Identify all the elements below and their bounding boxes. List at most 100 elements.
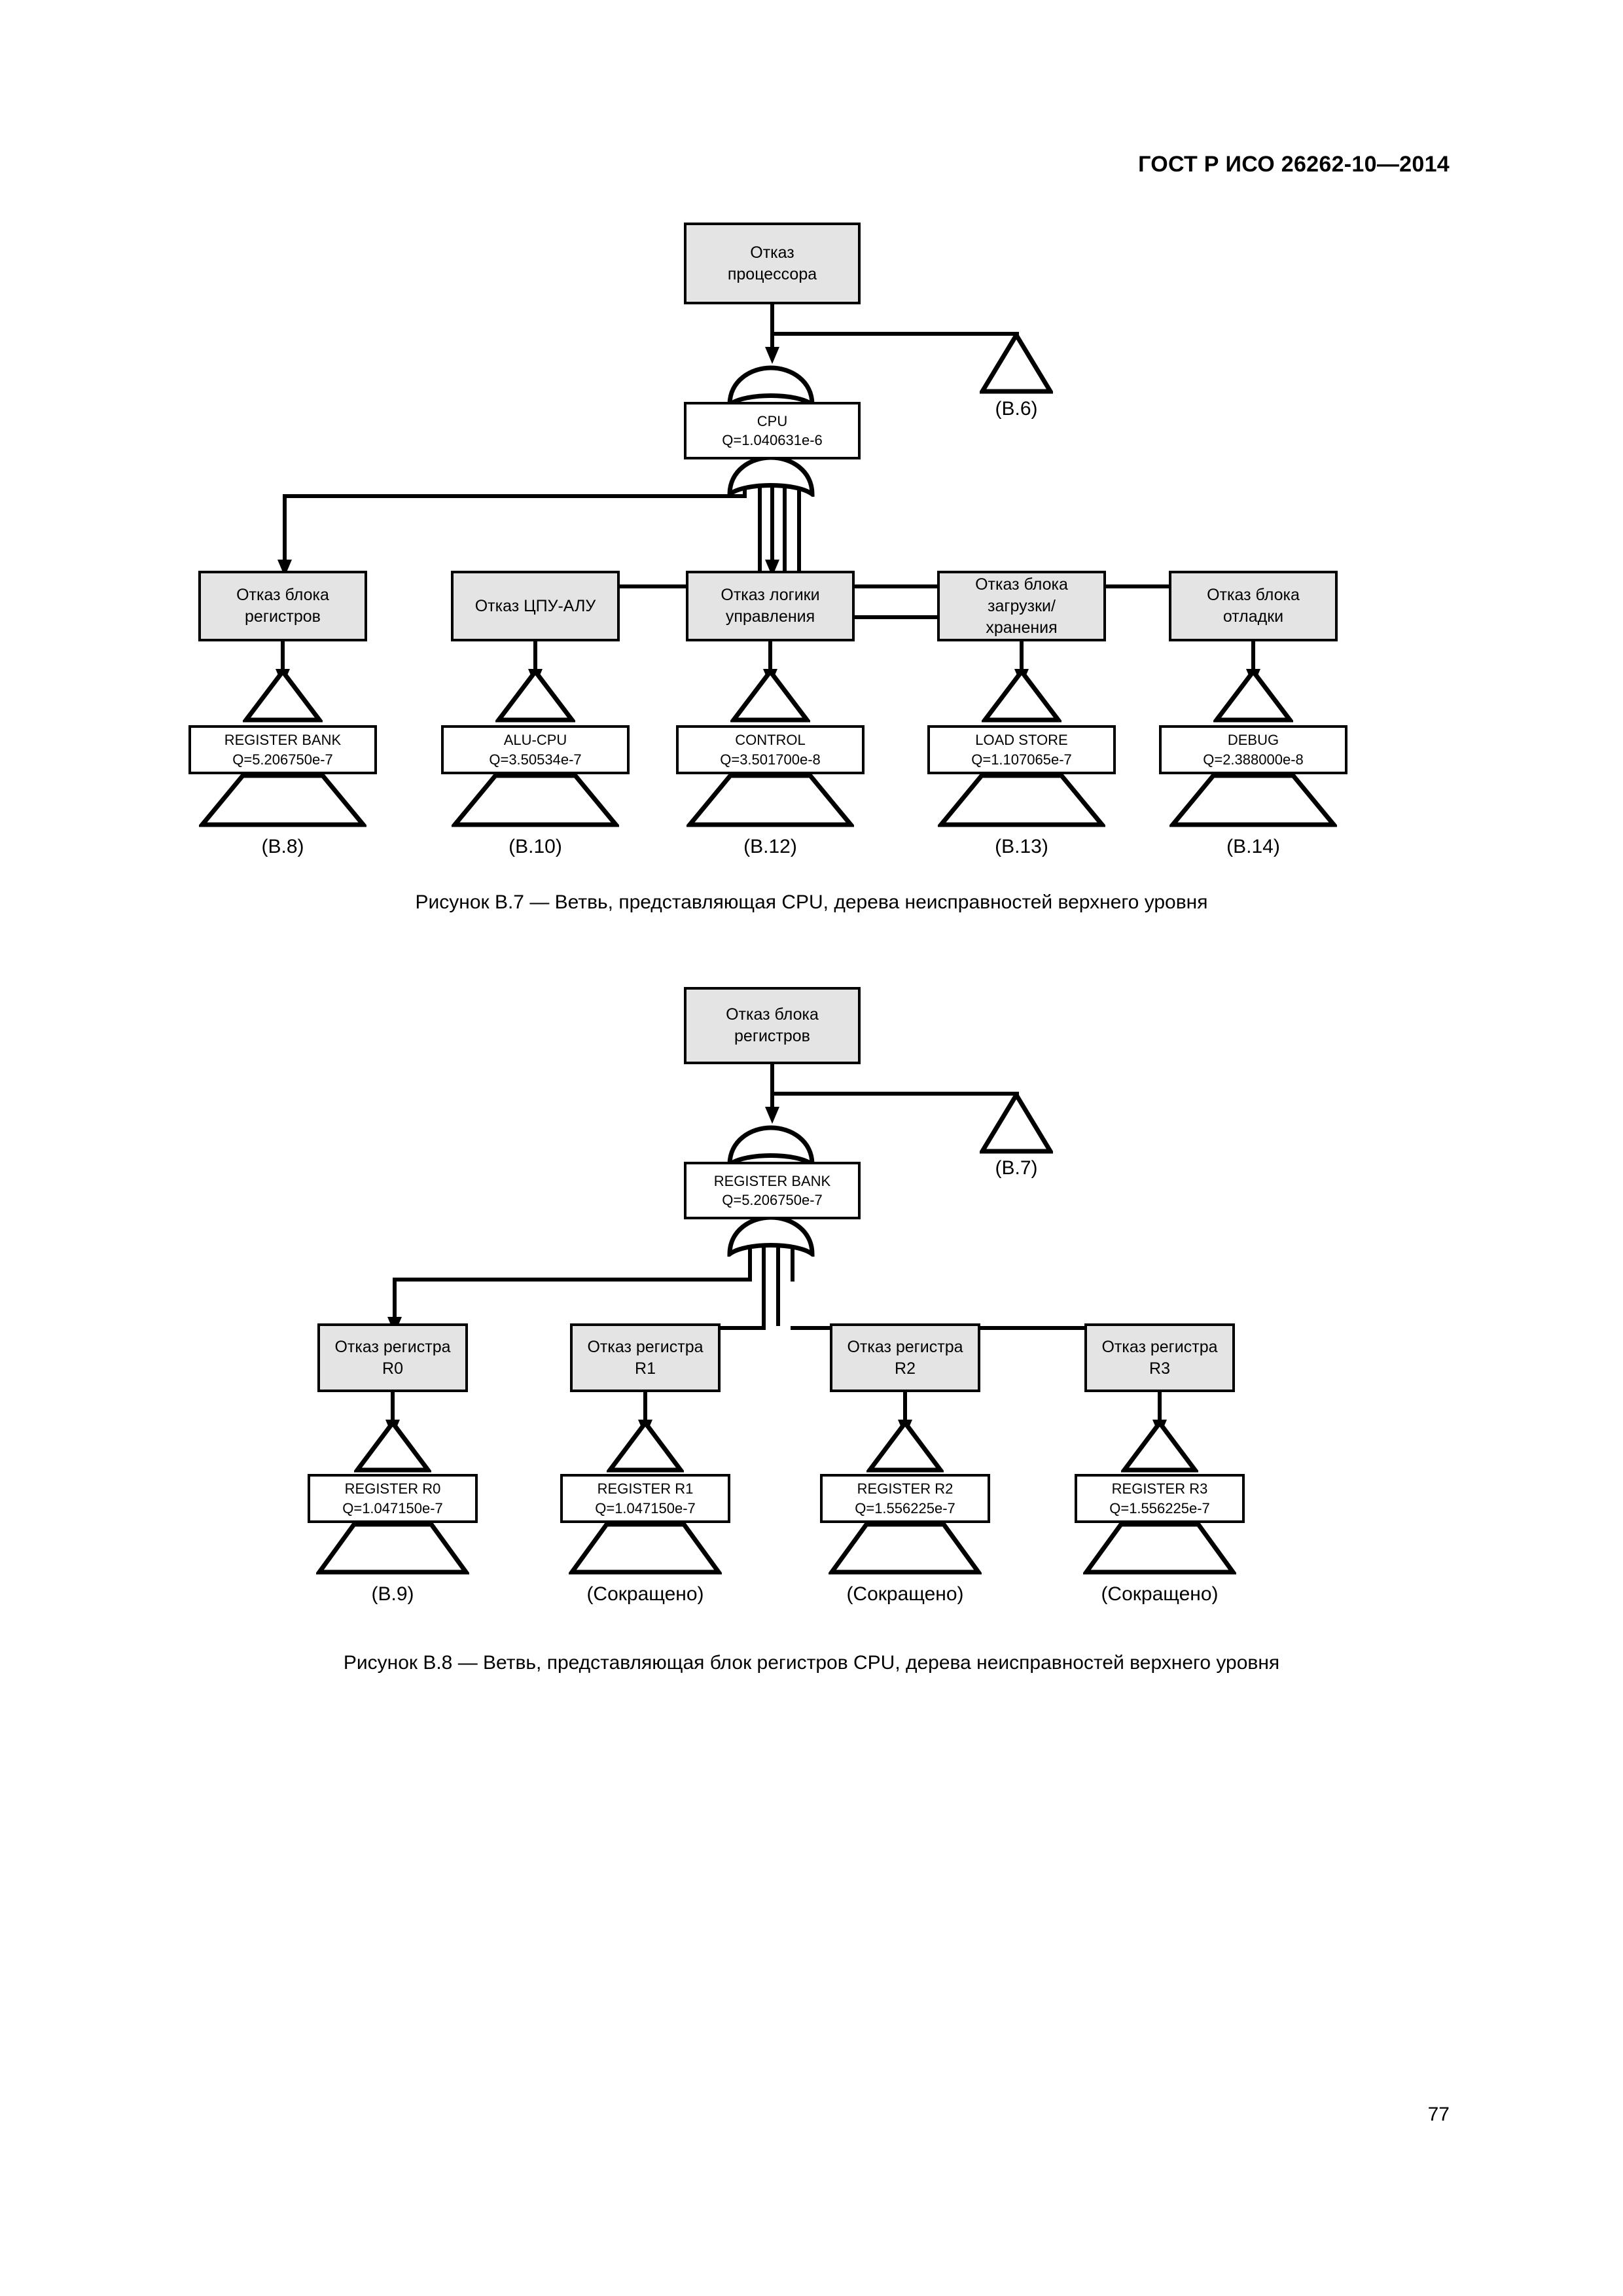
fig2-gate-event-line2: Q=5.206750e-7 (722, 1192, 823, 1208)
fig1-top-event: Отказ процессора (684, 223, 861, 304)
fig1-event-line-3-2: хранения (986, 618, 1058, 637)
fig2-transfer-out-0 (316, 1523, 469, 1575)
fig1-event-line-2-1: управления (725, 607, 815, 626)
fig2-gate-event-box: REGISTER BANK Q=5.206750e-7 (684, 1162, 861, 1219)
figure-b7-caption: Рисунок В.7 — Ветвь, представляющая CPU,… (415, 891, 1208, 913)
fig1-b1-drop (283, 494, 287, 567)
fig1-triangle-gate-4 (1213, 669, 1293, 723)
fig1-gate-stem-3 (1020, 641, 1024, 682)
fig1-gate-arrowhead (765, 347, 779, 364)
fig1-top-event-line2: процессора (727, 264, 817, 283)
fig1-transfer-label-0: (В.8) (261, 836, 304, 857)
fig2-basic-line-2-1: Q=1.556225e-7 (855, 1499, 955, 1516)
fig2-gate-stem-3 (1158, 1392, 1162, 1433)
fig2-basic-line-3-1: Q=1.556225e-7 (1109, 1499, 1210, 1516)
fig1-basic-box-4: DEBUG Q=2.388000e-8 (1159, 725, 1347, 774)
fig1-basic-line-3-1: Q=1.107065e-7 (971, 751, 1072, 768)
fig2-event-line-1-0: Отказ регистра (587, 1337, 704, 1356)
fig2-basic-line-0-0: REGISTER R0 (344, 1480, 441, 1498)
fig1-event-line-3-0: Отказ блока (975, 575, 1068, 594)
fig1-basic-line-4-0: DEBUG (1227, 732, 1279, 749)
fig2-event-line-0-0: Отказ регистра (334, 1337, 451, 1356)
fig2-triangle-gate-0 (354, 1420, 431, 1473)
fig2-basic-line-3-0: REGISTER R3 (1111, 1480, 1208, 1498)
fig1-transfer-out-3 (938, 774, 1105, 827)
fig2-b1-h (393, 1278, 750, 1282)
fig1-b5-v (797, 495, 801, 584)
fig2-fanout-v2 (762, 1241, 766, 1330)
fig2-fanout-v3 (776, 1241, 780, 1326)
fig2-gate-arrowhead (765, 1107, 779, 1124)
fig2-triangle-gate-1 (607, 1420, 684, 1473)
fig1-gate-event-box: CPU Q=1.040631e-6 (684, 402, 861, 459)
fig2-event-line-2-0: Отказ регистра (847, 1337, 963, 1356)
fig1-top-stem (770, 304, 774, 334)
fig2-transfer-out-3 (1083, 1523, 1236, 1575)
fig2-gate-stem-1 (643, 1392, 647, 1433)
fig1-fanout-v2 (758, 481, 762, 589)
fig1-transfer-out-1 (452, 774, 619, 827)
fig1-event-line-3-1: загрузки/ (988, 596, 1056, 615)
fig1-event-line-0-0: Отказ блока (236, 586, 329, 604)
fig1-event-box-1: Отказ ЦПУ-АЛУ (451, 571, 620, 641)
fig1-event-box-3: Отказ блока загрузки/хранения (937, 571, 1106, 641)
fig2-transfer-label-3: (Сокращено) (1101, 1583, 1219, 1605)
fig2-b1-drop (393, 1278, 397, 1325)
fig2-transfer-label-1: (Сокращено) (586, 1583, 704, 1605)
page-header-standard: ГОСТ Р ИСО 26262-10—2014 (1138, 152, 1450, 177)
fig1-event-line-4-1: отладки (1222, 607, 1284, 626)
figure-b8-caption: Рисунок В.8 — Ветвь, представляющая блок… (343, 1652, 1280, 1674)
fig1-basic-line-3-0: LOAD STORE (975, 732, 1068, 749)
fig2-basic-line-0-1: Q=1.047150e-7 (342, 1499, 443, 1516)
fig2-top-event-line1: Отказ блока (726, 1005, 819, 1024)
fig2-triangle-gate-3 (1121, 1420, 1198, 1473)
fig1-basic-box-3: LOAD STORE Q=1.107065e-7 (927, 725, 1116, 774)
fig1-transfer-out-4 (1169, 774, 1337, 827)
fig2-or-gate-distribution (727, 1215, 815, 1257)
fig1-basic-line-1-1: Q=3.50534e-7 (489, 751, 582, 768)
fig2-fanout-v1 (748, 1241, 752, 1282)
fig1-gate-stem-4 (1251, 641, 1255, 682)
fig2-basic-line-1-1: Q=1.047150e-7 (595, 1499, 696, 1516)
fig1-basic-line-0-1: Q=5.206750e-7 (232, 751, 333, 768)
fig1-basic-line-2-1: Q=3.501700e-8 (720, 751, 821, 768)
fig1-gate-stem-2 (768, 641, 772, 682)
fig1-triangle-gate-0 (243, 669, 323, 723)
fig1-top-event-line1: Отказ (750, 243, 794, 262)
fig1-transfer-label-2: (В.12) (743, 836, 797, 857)
fig1-transfer-label-1: (В.10) (508, 836, 562, 857)
fig2-gate-feed (770, 1092, 774, 1111)
fig1-event-line-4-0: Отказ блока (1207, 586, 1300, 604)
fig2-event-line-0-1: R0 (382, 1359, 403, 1378)
fig1-gate-feed (770, 332, 774, 351)
fig1-or-gate-top (727, 365, 815, 407)
fig2-event-line-2-1: R2 (895, 1359, 916, 1378)
fig1-event-box-4: Отказ блока отладки (1169, 571, 1338, 641)
fig1-transfer-in-label: (В.6) (995, 398, 1038, 420)
fig2-transfer-out-2 (829, 1523, 982, 1575)
fig2-event-line-3-1: R3 (1149, 1359, 1170, 1378)
fig1-basic-line-4-1: Q=2.388000e-8 (1203, 751, 1304, 768)
fig1-transfer-in-triangle (980, 332, 1053, 394)
fig1-b4-h (783, 615, 1026, 619)
fig2-or-gate-top (727, 1125, 815, 1167)
fig2-gate-event-line1: REGISTER BANK (713, 1172, 831, 1189)
fig1-b3-v (770, 481, 774, 563)
fig2-top-branch-h (770, 1092, 1019, 1096)
fig1-transfer-out-0 (199, 774, 366, 827)
fig1-gate-stem-1 (533, 641, 537, 682)
fig2-basic-line-1-0: REGISTER R1 (597, 1480, 694, 1498)
fig1-gate-event-line1: CPU (757, 412, 788, 429)
